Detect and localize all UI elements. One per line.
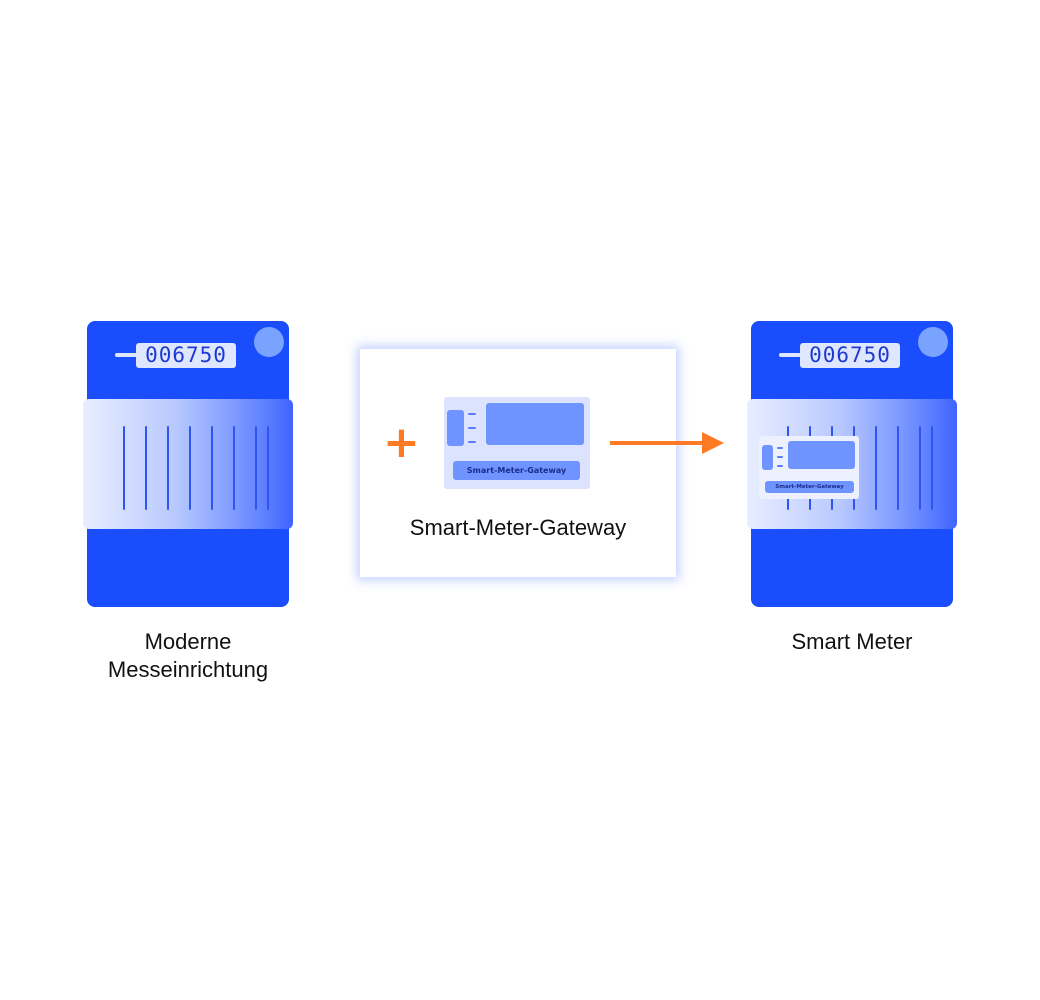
attached-gateway-label: Smart-Meter-Gateway xyxy=(765,481,854,493)
plus-icon: + xyxy=(383,417,420,468)
gateway-led xyxy=(777,465,783,467)
gateway-port-block xyxy=(762,445,773,470)
gateway-device-label: Smart-Meter-Gateway xyxy=(453,461,580,480)
band-groove xyxy=(233,426,235,510)
meter-reading-display: 006750 xyxy=(136,343,236,368)
band-groove xyxy=(267,426,269,510)
modern-meter: 006750 xyxy=(83,321,293,607)
band-groove xyxy=(875,426,877,510)
band-groove xyxy=(931,426,933,510)
band-groove xyxy=(919,426,921,510)
modern-meter-label-line2: Messeinrichtung xyxy=(107,657,269,682)
gateway-port-block xyxy=(447,410,464,446)
gateway-led xyxy=(777,447,783,449)
gateway-led xyxy=(468,427,476,429)
gateway-caption: Smart-Meter-Gateway xyxy=(409,515,627,540)
arrow-right-icon xyxy=(610,432,724,454)
gateway-screen xyxy=(486,403,584,445)
band-groove xyxy=(189,426,191,510)
gateway-led xyxy=(777,456,783,458)
modern-meter-label-line1: Moderne xyxy=(144,629,232,654)
gateway-screen xyxy=(788,441,855,469)
attached-gateway-icon: Smart-Meter-Gateway xyxy=(759,436,859,499)
band-groove xyxy=(211,426,213,510)
band-groove xyxy=(145,426,147,510)
meter-display-connector xyxy=(779,353,801,357)
modern-meter-label: Moderne Messeinrichtung xyxy=(60,628,316,684)
band-groove xyxy=(255,426,257,510)
meter-indicator-icon xyxy=(918,327,948,357)
smart-meter-label: Smart Meter xyxy=(791,629,913,654)
gateway-led xyxy=(468,413,476,415)
band-groove xyxy=(897,426,899,510)
meter-display-connector xyxy=(115,353,137,357)
gateway-device-icon: Smart-Meter-Gateway xyxy=(444,397,590,489)
band-groove xyxy=(123,426,125,510)
band-groove xyxy=(167,426,169,510)
gateway-led xyxy=(468,441,476,443)
meter-indicator-icon xyxy=(254,327,284,357)
gateway-card: + Smart-Meter-Gateway Smart-Meter-Gatewa… xyxy=(360,349,676,577)
smart-meter: 006750 Smart-Meter-Gateway xyxy=(747,321,957,607)
meter-reading-display: 006750 xyxy=(800,343,900,368)
meter-body-band xyxy=(83,399,293,529)
